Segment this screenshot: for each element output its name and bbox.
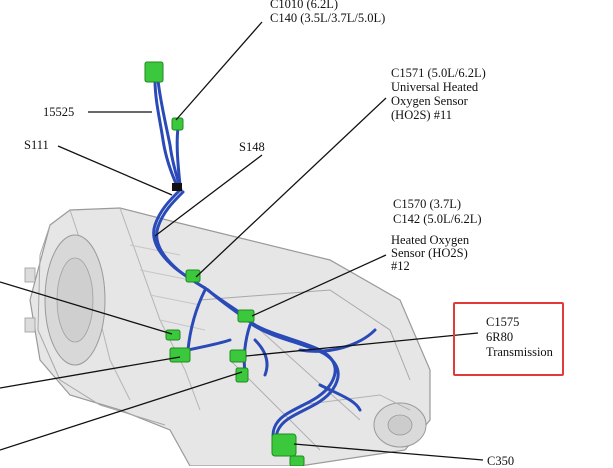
green-connector-icon: [165, 329, 181, 341]
label-ho2s12-desc-1: Heated Oxygen: [391, 233, 470, 247]
green-connector-icon: [171, 117, 184, 131]
label-ho2s12-desc-3: #12: [391, 259, 410, 273]
label-c1571: C1571 (5.0L/6.2L): [391, 66, 486, 80]
label-c1570: C1570 (3.7L): [393, 197, 462, 211]
leader-lines: [0, 21, 484, 461]
label-c1010: C1010 (6.2L): [270, 0, 339, 11]
label-ho2s12-desc-2: Sensor (HO2S): [391, 246, 468, 260]
green-connector-icon: [271, 433, 297, 457]
label-c1571-desc-2: Oxygen Sensor: [391, 94, 468, 108]
splice-s111-marker: [172, 183, 182, 191]
label-c350: C350: [487, 454, 515, 468]
label-c1575: C1575: [486, 315, 520, 329]
highlight-box-c1575: [453, 302, 564, 376]
label-s111: S111: [24, 138, 49, 152]
label-transmission: Transmission: [486, 345, 553, 359]
green-connector-icon: [185, 269, 201, 283]
green-connector-icon: [237, 309, 255, 323]
label-c1571-desc-3: (HO2S) #11: [391, 108, 452, 122]
label-6r80: 6R80: [486, 330, 514, 344]
label-c140: C140 (3.5L/3.7L/5.0L): [270, 11, 386, 25]
label-15525: 15525: [43, 105, 75, 119]
green-connector-icon: [169, 347, 191, 363]
label-s148: S148: [239, 140, 265, 154]
green-connector-icon: [235, 367, 249, 383]
green-connector-icon: [289, 455, 305, 466]
transmission-illustration: [24, 207, 431, 466]
green-connector-icon: [144, 61, 164, 83]
label-c1571-desc-1: Universal Heated: [391, 80, 479, 94]
green-connector-icon: [229, 349, 247, 363]
label-c142: C142 (5.0L/6.2L): [393, 212, 482, 226]
